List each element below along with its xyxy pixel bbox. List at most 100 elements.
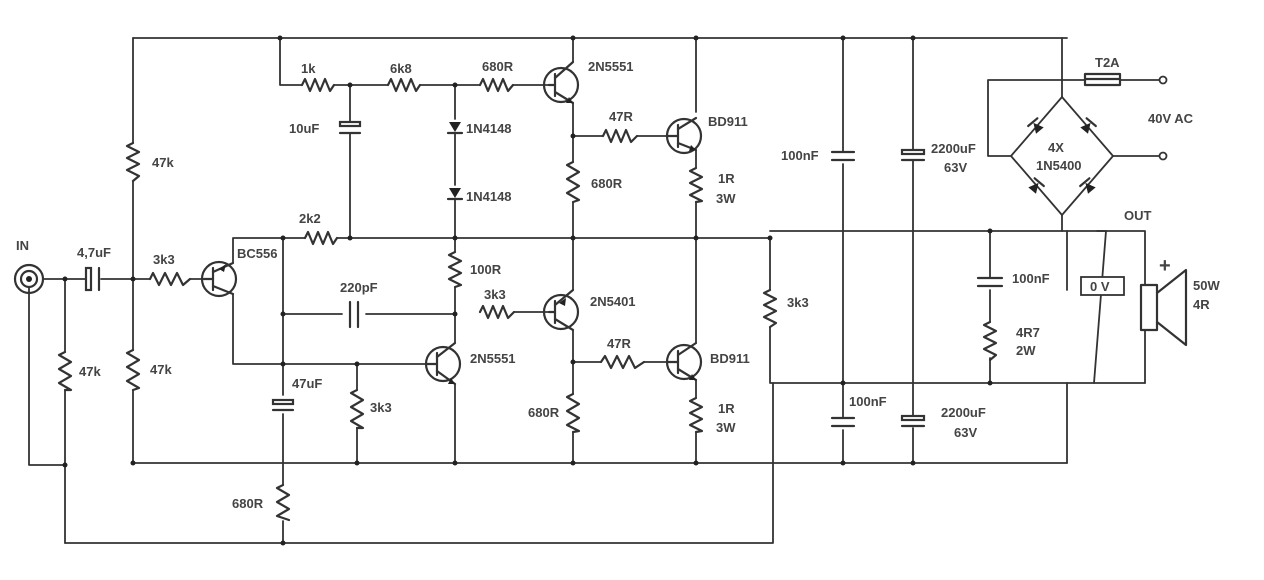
label-ac: 40V AC (1148, 111, 1194, 126)
resistor-6k8 (386, 77, 422, 93)
resistor-1r-bottom (688, 396, 704, 434)
label-c-zobel: 100nF (1012, 271, 1050, 286)
label-r-3k3-mid: 3k3 (484, 287, 506, 302)
label-speaker-power: 50W (1193, 278, 1220, 293)
label-c-10uf: 10uF (289, 121, 319, 136)
label-r-in-47k: 47k (79, 364, 101, 379)
label-r-2k2: 2k2 (299, 211, 321, 226)
resistor-47k-top (125, 141, 141, 183)
label-q-2n5551-top: 2N5551 (588, 59, 634, 74)
resistor-3k3-right (762, 288, 778, 329)
resistor-47r-bottom (599, 354, 646, 370)
label-c-2200-bottom: 2200uF (941, 405, 986, 420)
label-c-2200-top: 2200uF (931, 141, 976, 156)
capacitor-100nf-zobel (976, 276, 1004, 288)
zero-volt-box (1080, 276, 1125, 296)
resistor-680r-bottom (565, 392, 581, 434)
transistor-2n5401 (542, 288, 580, 332)
bridge-diode-upper-left (1027, 117, 1044, 134)
resistor-680r-top (478, 77, 515, 93)
resistor-680r-mid (565, 160, 581, 204)
labels: IN 4,7uF 3k3 47k 47k 47k BC556 1k 6k8 68… (16, 55, 1220, 511)
capacitor-47uf (271, 398, 295, 412)
label-c-100nf-bottom: 100nF (849, 394, 887, 409)
label-r-1r-bottom-watts: 3W (716, 420, 736, 435)
label-r-680-top: 680R (482, 59, 514, 74)
label-fuse: T2A (1095, 55, 1120, 70)
label-r-bias-top: 47k (152, 155, 174, 170)
resistor-1r-top (688, 166, 704, 204)
label-bridge-part: 1N5400 (1036, 158, 1082, 173)
bridge-diode-lower-right (1079, 177, 1096, 194)
label-bridge-count: 4X (1048, 140, 1064, 155)
resistor-3k3-input (148, 271, 192, 287)
label-c-in: 4,7uF (77, 245, 111, 260)
transistor-bd911-bottom (665, 341, 703, 382)
resistor-1k (300, 77, 336, 93)
capacitor-100nf-top (830, 150, 856, 162)
capacitor-4-7uf (84, 266, 101, 292)
resistor-2k2 (303, 230, 339, 246)
capacitors (84, 120, 1004, 428)
label-r-bias-bottom: 47k (150, 362, 172, 377)
label-plus: + (1159, 255, 1171, 277)
resistor-47k-bottom (125, 348, 141, 392)
label-r-1k: 1k (301, 61, 316, 76)
capacitor-2200uf-top (900, 148, 926, 162)
label-q-bd911-bottom: BD911 (710, 351, 750, 366)
label-r-47-top: 47R (609, 109, 633, 124)
resistor-47r-top (601, 128, 639, 144)
speaker-icon (1139, 268, 1188, 347)
label-c-2200-bottom-volts: 63V (954, 425, 977, 440)
label-r-1r-top-watts: 3W (716, 191, 736, 206)
label-r-6k8: 6k8 (390, 61, 412, 76)
capacitor-100nf-bottom (830, 416, 856, 428)
label-r-680-feedback: 680R (232, 496, 264, 511)
label-q-2n5551-bottom: 2N5551 (470, 351, 516, 366)
label-q-bd911-top: BD911 (708, 114, 748, 129)
label-c-220pf: 220pF (340, 280, 378, 295)
label-r-1r-bottom: 1R (718, 401, 735, 416)
label-r-zobel: 4R7 (1016, 325, 1040, 340)
transistor-2n5551-top (542, 60, 580, 105)
capacitor-220pf (348, 300, 360, 329)
transistor-bd911-top (665, 116, 703, 155)
resistor-3k3-mid (478, 304, 516, 320)
bridge-diode-upper-right (1080, 117, 1097, 134)
capacitor-2200uf-bottom (900, 414, 926, 428)
resistor-47k-input (57, 350, 73, 392)
ac-terminals (1158, 75, 1168, 161)
resistor-4r7 (982, 320, 998, 362)
label-d1: 1N4148 (466, 121, 512, 136)
label-c-2200-top-volts: 63V (944, 160, 967, 175)
label-q1: BC556 (237, 246, 277, 261)
bridge-diode-lower-left (1028, 177, 1045, 194)
wires (28, 37, 1161, 544)
label-r-680-mid: 680R (591, 176, 623, 191)
resistor-3k3-low (349, 388, 365, 430)
resistors (57, 77, 998, 522)
label-speaker-impedance: 4R (1193, 297, 1210, 312)
transistor-2n5551-bottom (424, 341, 462, 386)
label-r-in-3k3: 3k3 (153, 252, 175, 267)
label-c-47uf: 47uF (292, 376, 322, 391)
transistors (200, 60, 703, 386)
fuse (1083, 72, 1122, 87)
diodes (446, 117, 1097, 201)
label-r-3k3-right: 3k3 (787, 295, 809, 310)
diode-1n4148-lower (446, 188, 464, 201)
label-r-zobel-watts: 2W (1016, 343, 1036, 358)
label-zero-volt: 0 V (1090, 279, 1110, 294)
label-r-47-bottom: 47R (607, 336, 631, 351)
label-out: OUT (1124, 208, 1152, 223)
label-c-100nf-top: 100nF (781, 148, 819, 163)
label-d2: 1N4148 (466, 189, 512, 204)
resistor-680r-feedback (275, 483, 291, 522)
diode-1n4148-upper (446, 122, 464, 135)
input-jack[interactable] (13, 263, 45, 295)
label-r-100r: 100R (470, 262, 502, 277)
label-in: IN (16, 238, 29, 253)
label-r-1r-top: 1R (718, 171, 735, 186)
junction-dots (62, 35, 993, 546)
